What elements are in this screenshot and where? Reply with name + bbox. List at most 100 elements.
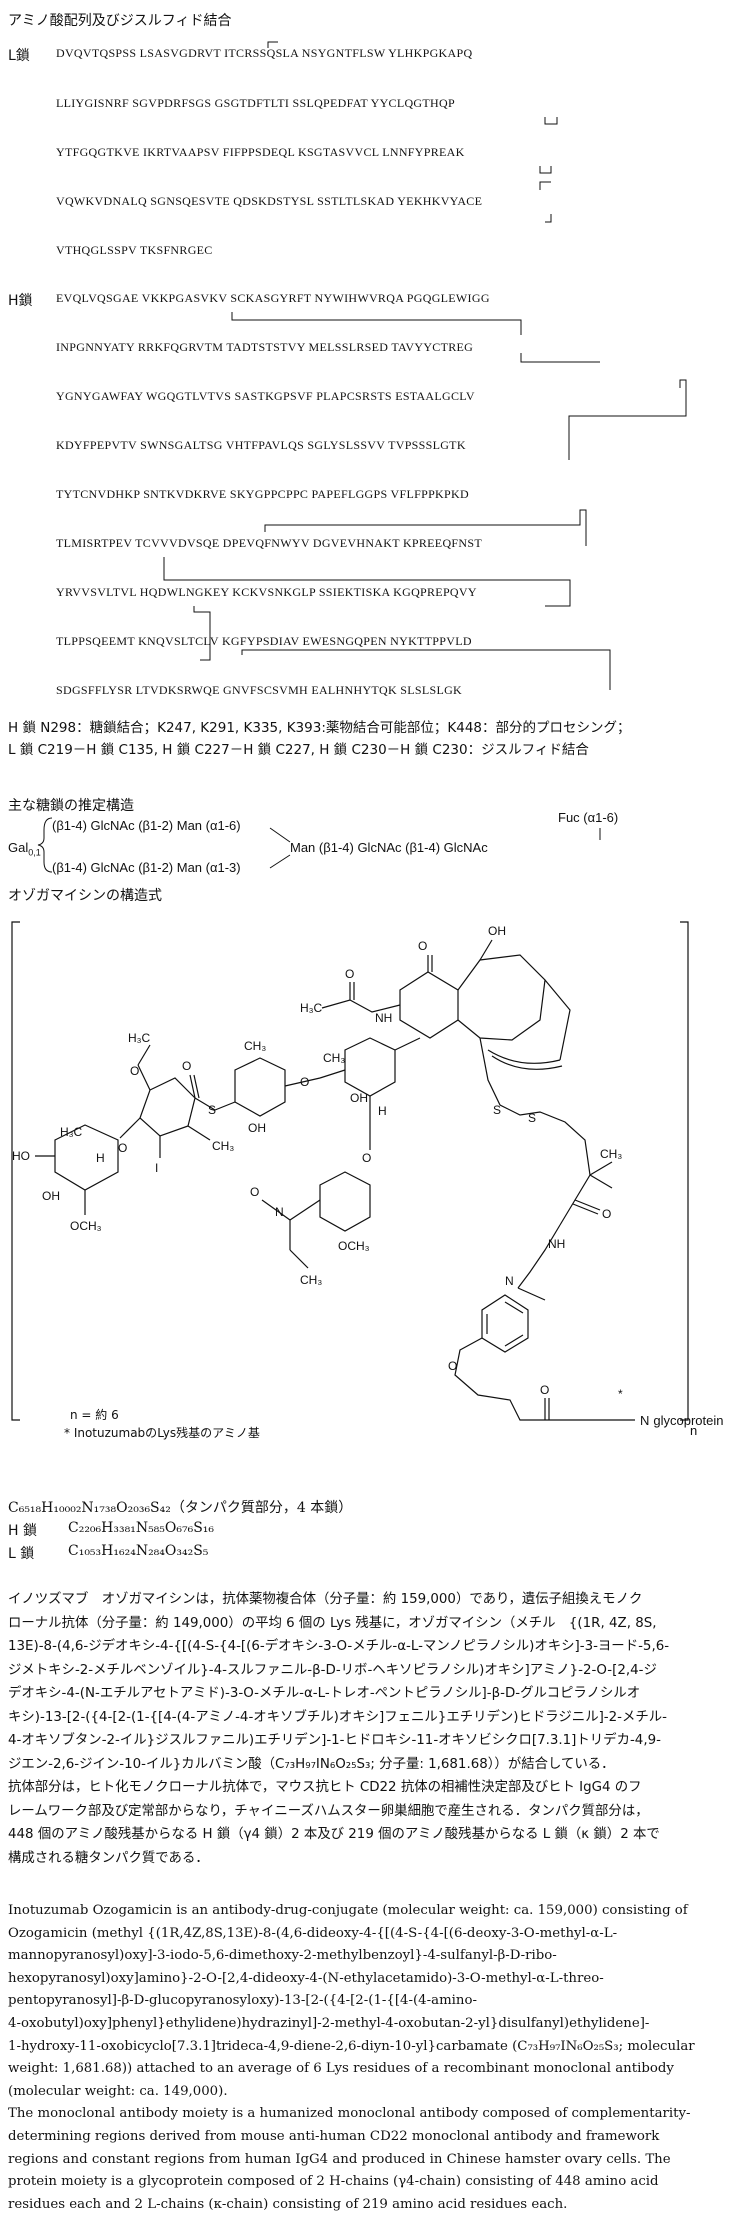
right-bracket bbox=[680, 921, 689, 1421]
jp-line: レームワーク部及び定常部からなり，チャイニーズハムスター卵巣細胞で産生される．タ… bbox=[8, 1803, 649, 1819]
thioester-link bbox=[194, 1097, 236, 1111]
en-line: Ozogamicin (methyl {(1R,4Z,8S,13E)-8-(4,… bbox=[8, 1925, 618, 1941]
sequence-line: DVQVTQSPSS LSASVGDRVT ITCRSSQSLA NSYGNTF… bbox=[56, 46, 473, 60]
label-oxo: O bbox=[418, 939, 427, 953]
label-h3c-carbamate: H₃C bbox=[300, 1001, 323, 1015]
linker-methyl bbox=[589, 1161, 613, 1176]
label-carbamate-nh: NH bbox=[375, 1011, 392, 1025]
sequence-line: KDYFPEPVTV SWNSGALTSG VHTFPAVLQS SGLYSLS… bbox=[56, 438, 466, 452]
jp-line: デオキシ-4-(N-エチルアセトアミド)-3-O-メチル-α-L-トレオ-ペント… bbox=[8, 1686, 641, 1701]
label-rhamnose-h: H bbox=[96, 1151, 105, 1165]
label-carbamate-o: O bbox=[345, 967, 354, 981]
label-amide-o: O bbox=[540, 1383, 549, 1397]
hydrazone-chain bbox=[517, 1224, 561, 1289]
en-line: pentopyranosyl]-β-D-glucopyranosyloxy)-1… bbox=[8, 1993, 477, 2009]
sugar-c-ring bbox=[319, 1171, 371, 1232]
label-thioester-s: S bbox=[208, 1103, 216, 1117]
h-chain-bond bbox=[241, 649, 611, 690]
jp-line: 13E)-8-(4,6-ジデオキシ-4-{[(4-S-{4-[(6-デオキシ-3… bbox=[8, 1639, 670, 1654]
label-acetyl-o: O bbox=[250, 1185, 259, 1199]
n-o-link bbox=[284, 1077, 321, 1087]
lys-footnote-suffix: Lys残基のアミノ基 bbox=[157, 1426, 260, 1440]
label-sugar-b-oh: OH bbox=[248, 1121, 266, 1135]
sequence-line: SDGSFFLYSR LTVDKSRWQE GNVFSCSVMH EALHNHY… bbox=[56, 683, 463, 697]
label-n-o: O bbox=[300, 1075, 309, 1089]
jp-line: キシ)-13-[2-({4-[2-(1-{[4-(4-アミノ-4-オキソブチル)… bbox=[8, 1709, 667, 1725]
label-hydrazone-n: N bbox=[505, 1274, 514, 1288]
fucose-label: Fuc (α1-6) bbox=[558, 810, 619, 825]
sequence-line: TYTCNVDHKP SNTKVDKRVE SKYGPPCPPC PAPEFLG… bbox=[56, 487, 469, 501]
left-bracket bbox=[11, 921, 20, 1421]
label-rhamnose-oh: OH bbox=[42, 1189, 60, 1203]
glycoprotein-n: N bbox=[640, 1413, 649, 1428]
h-chain-bond bbox=[193, 606, 211, 661]
en-line: residues each and 2 L-chains (κ-chain) c… bbox=[8, 2196, 568, 2212]
label-sugar-c-och3: OCH₃ bbox=[338, 1239, 370, 1253]
h-chain-bond bbox=[264, 509, 587, 546]
l-chain-bond bbox=[545, 214, 552, 223]
sugar-a-ring bbox=[344, 1037, 396, 1097]
glycan-connectors bbox=[37, 817, 601, 873]
label-sugar-a-ch3: CH₃ bbox=[323, 1051, 345, 1065]
japanese-description: イノツズマブ オゾガマイシンは，抗体薬物複合体（分子量：約 159,000）であ… bbox=[8, 1588, 726, 1870]
sequence-line: YRVVSVLTVL HQDWLNGKEY KCKVSNKGLP SSIEKTI… bbox=[56, 585, 477, 599]
label-rhamnose-h3c: H₃C bbox=[60, 1125, 83, 1139]
enediyne-arc-2 bbox=[491, 1055, 563, 1070]
butyl-linker bbox=[454, 1337, 600, 1421]
structure-section-title: オゾガマイシンの構造式 bbox=[8, 888, 162, 904]
n-approx-label: n = 約 6 bbox=[70, 1408, 119, 1422]
label-s2: S bbox=[528, 1111, 536, 1125]
label-ch3-linker: CH₃ bbox=[600, 1147, 622, 1161]
disulfide-bond-lines bbox=[163, 41, 687, 690]
glycan-upper-arm: (β1-4) GlcNAc (β1-2) Man (α1-6) bbox=[52, 818, 241, 833]
enediyne-bridge bbox=[544, 979, 571, 1061]
oh-bond bbox=[479, 939, 493, 961]
label-sugar-c-o: O bbox=[362, 1151, 371, 1165]
label-linker-o: O bbox=[602, 1207, 611, 1221]
en-line: regions and constant regions from human … bbox=[8, 2151, 671, 2167]
sequence-note-line-2: L 鎖 C219－H 鎖 C135, H 鎖 C227－H 鎖 C227, H … bbox=[8, 742, 589, 758]
label-rhamnose-och3: OCH₃ bbox=[70, 1219, 102, 1233]
sequence-line: TLPPSQEEMT KNQVSLTCLV KGFYPSDIAV EWESNGQ… bbox=[56, 634, 472, 648]
glycan-section-title: 主な糖鎖の推定構造 bbox=[8, 798, 134, 814]
jp-line: ローナル抗体（分子量：約 149,000）の平均 6 個の Lys 残基に，オゾ… bbox=[8, 1615, 657, 1631]
gal-text: Gal bbox=[8, 840, 29, 855]
sequence-line: YTFGQGTKVE IKRTVAAPSV FIFPPSDEQL KSGTASV… bbox=[56, 145, 465, 159]
lys-star: * bbox=[618, 1387, 623, 1401]
sequence-line: YGNYGAWFAY WGQGTLVTVS SASTKGPSVF PLAPCSR… bbox=[56, 389, 475, 403]
sequence-line: EVQLVQSGAE VKKPGASVKV SCKASGYRFT NYWIHWV… bbox=[56, 291, 490, 305]
en-line: hexopyranosyl)oxy]amino}-2-O-[2,4-dideox… bbox=[8, 1970, 604, 1986]
core-ring-a bbox=[399, 971, 459, 1039]
hydrazone-methyl bbox=[517, 1287, 546, 1301]
l-chain-bond bbox=[539, 166, 552, 174]
jp-line: 抗体部分は，ヒト化モノクローナル抗体で，マウス抗ヒト CD22 抗体の相補性決定… bbox=[8, 1780, 642, 1795]
label-aryl-o-link: O bbox=[118, 1141, 127, 1155]
jp-line: イノツズマブ オゾガマイシンは，抗体薬物複合体（分子量：約 159,000）であ… bbox=[8, 1592, 643, 1607]
sequence-line: TLMISRTPEV TCVVVDVSQE DPEVQFNWYV DGVEVHN… bbox=[56, 536, 482, 550]
en-line: 4-oxobutyl)oxy]phenyl}ethylidene)hydrazi… bbox=[8, 2015, 650, 2031]
label-ether-o: O bbox=[448, 1359, 457, 1373]
glycan-core: Man (β1-4) GlcNAc (β1-4) GlcNAc bbox=[290, 840, 488, 855]
en-line: The monoclonal antibody moiety is a huma… bbox=[8, 2106, 691, 2122]
bracket-n-label: n bbox=[690, 1423, 697, 1438]
label-aryl-o: O bbox=[130, 1064, 139, 1078]
en-line: determining regions derived from mouse a… bbox=[8, 2128, 660, 2144]
core-ring-b bbox=[457, 954, 546, 1041]
jp-line: 構成される糖タンパク質である． bbox=[8, 1850, 209, 1866]
sugar-a-glycoside bbox=[394, 1037, 421, 1051]
linker-oxo bbox=[574, 1199, 601, 1211]
thioester-oxo bbox=[189, 1074, 196, 1099]
en-line: 1-hydroxy-11-oxobicyclo[7.3.1]trideca-4,… bbox=[8, 2038, 695, 2054]
glycoprotein-text: glycoprotein bbox=[653, 1413, 723, 1428]
label-hydrazone-nh: NH bbox=[548, 1237, 565, 1251]
sequence-line: INPGNNYATY RRKFQGRVTM TADTSTSTVY MELSSLR… bbox=[56, 340, 474, 354]
h-chain-label: H鎖 bbox=[8, 293, 33, 309]
jp-line: 448 個のアミノ酸残基からなる H 鎖（γ4 鎖）2 本及び 219 個のアミ… bbox=[8, 1827, 660, 1842]
sequence-note-line-1: H 鎖 N298：糖鎖結合；K247, K291, K335, K393:薬物結… bbox=[8, 720, 631, 736]
label-thioester-o: O bbox=[182, 1059, 191, 1073]
en-line: protein moiety is a glycoprotein compose… bbox=[8, 2174, 659, 2190]
label-s1: S bbox=[493, 1103, 501, 1117]
label-aryl-h3c: H₃C bbox=[128, 1031, 151, 1045]
phenyl-ring bbox=[481, 1294, 529, 1353]
